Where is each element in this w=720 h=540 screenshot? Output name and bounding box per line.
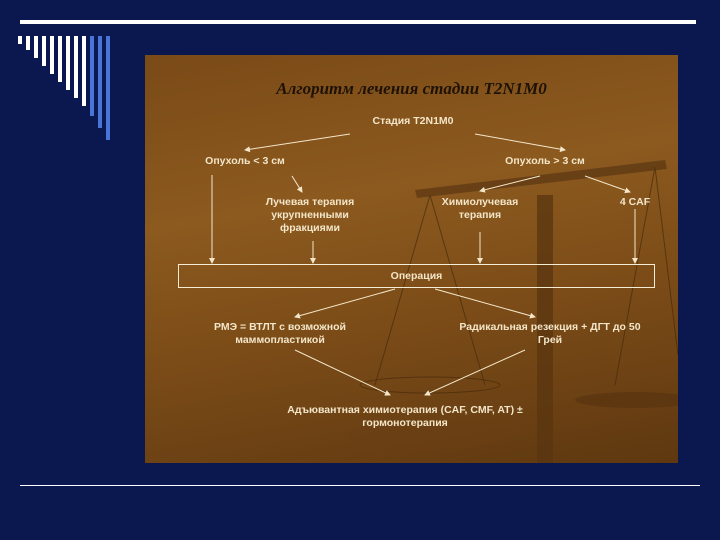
caf-label: 4 CAF [605, 196, 665, 209]
bottom-rule [20, 485, 700, 486]
operation-label: Операция [178, 270, 655, 283]
top-rule [20, 20, 696, 24]
tumor-small-label: Опухоль < 3 см [185, 155, 305, 168]
tumor-large-label: Опухоль > 3 см [490, 155, 600, 168]
chemoradiation-label: Химиолучевая терапия [420, 196, 540, 222]
diagram-panel: Алгоритм лечения стадии T2N1M0 Стадия T2… [145, 55, 678, 463]
radiation-therapy-label: Лучевая терапия укрупненными фракциями [235, 196, 385, 235]
rme-label: РМЭ = ВТЛТ с возможной маммопластикой [180, 321, 380, 347]
adjuvant-therapy-label: Адъювантная химиотерапия (CAF, CMF, AT) … [235, 404, 575, 430]
radical-resection-label: Радикальная резекция + ДГТ до 50 Грей [435, 321, 665, 347]
stage-label: Стадия T2N1M0 [328, 115, 498, 128]
